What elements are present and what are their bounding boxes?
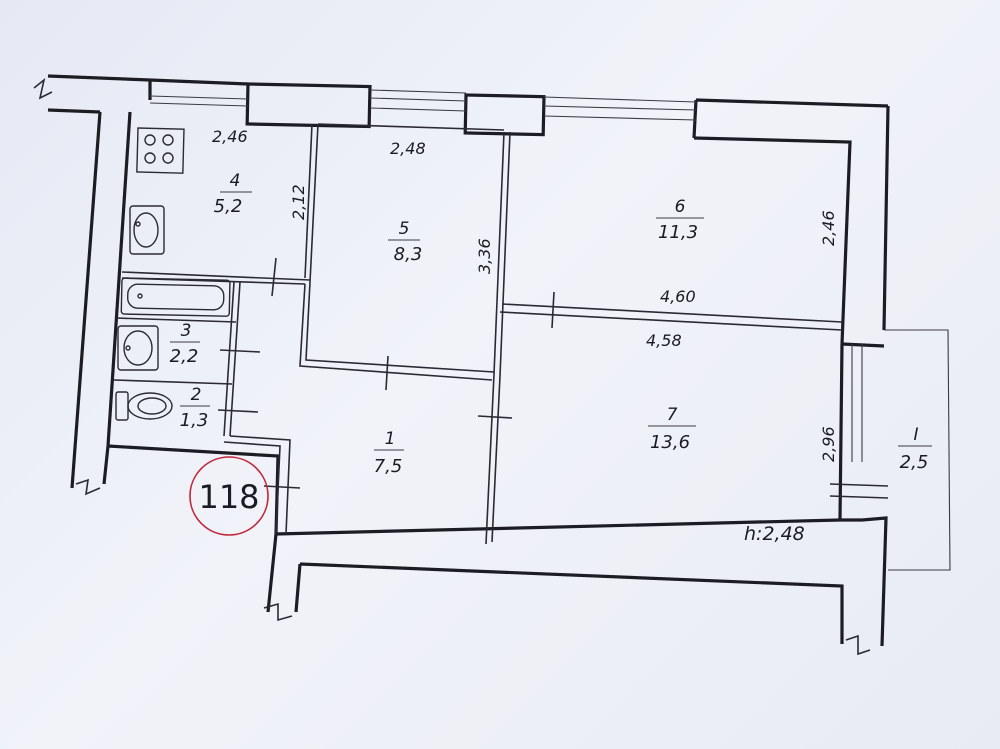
room-6-number: 6	[675, 197, 686, 217]
room-5-number: 5	[399, 219, 410, 239]
dim-kitchen-depth: 2,12	[289, 184, 308, 220]
dim-room5-width: 2,48	[390, 139, 426, 158]
room-2-label: 2 1,3	[180, 385, 210, 431]
room-1-number: 1	[385, 429, 396, 449]
balcony-number: I	[913, 425, 918, 445]
room-5-label: 5 8,3	[388, 219, 422, 265]
room-3-label: 3 2,2	[170, 321, 200, 367]
apartment-stamp: 118	[189, 456, 269, 536]
stove-icon	[136, 127, 185, 174]
dim-room5-depth: 3,36	[475, 238, 494, 274]
dim-room7-width: 4,58	[646, 331, 682, 350]
room-2-area: 1,3	[180, 410, 209, 431]
room-7-label: 7 13,6	[648, 405, 696, 453]
room-4-label: 4 5,2	[214, 171, 252, 217]
ceiling-height: h:2,48	[744, 523, 805, 545]
dim-room7-depth: 2,96	[819, 426, 838, 462]
dim-room6-width: 4,60	[660, 287, 696, 306]
dim-room6-depth: 2,46	[819, 210, 838, 246]
balcony-outline	[851, 329, 951, 571]
room-2-number: 2	[191, 385, 202, 405]
room-5-area: 8,3	[394, 244, 423, 265]
room-1-label: 1 7,5	[374, 429, 404, 477]
room-3-number: 3	[181, 321, 192, 341]
room-1-area: 7,5	[374, 456, 403, 477]
room-6-area: 11,3	[658, 222, 698, 243]
room-7-number: 7	[667, 405, 678, 425]
room-7-area: 13,6	[650, 432, 690, 453]
balcony-area: 2,5	[900, 452, 929, 473]
room-4-area: 5,2	[214, 196, 243, 217]
dim-kitchen-width: 2,46	[212, 127, 248, 146]
interior-partitions	[113, 123, 843, 545]
bathtub-icon	[120, 277, 231, 317]
room-3-area: 2,2	[170, 346, 199, 367]
stamp-circle	[189, 456, 269, 536]
washbasin-icon	[117, 325, 159, 371]
room-6-label: 6 11,3	[656, 197, 704, 243]
door-marks	[33, 77, 889, 656]
toilet-icon	[115, 391, 173, 421]
outer-walls	[47, 74, 890, 647]
kitchen-sink-icon	[129, 205, 165, 255]
balcony-label: I 2,5	[898, 425, 932, 473]
room-4-number: 4	[230, 171, 241, 191]
apartment-number: 118	[198, 478, 259, 516]
window-glazing	[149, 89, 697, 121]
